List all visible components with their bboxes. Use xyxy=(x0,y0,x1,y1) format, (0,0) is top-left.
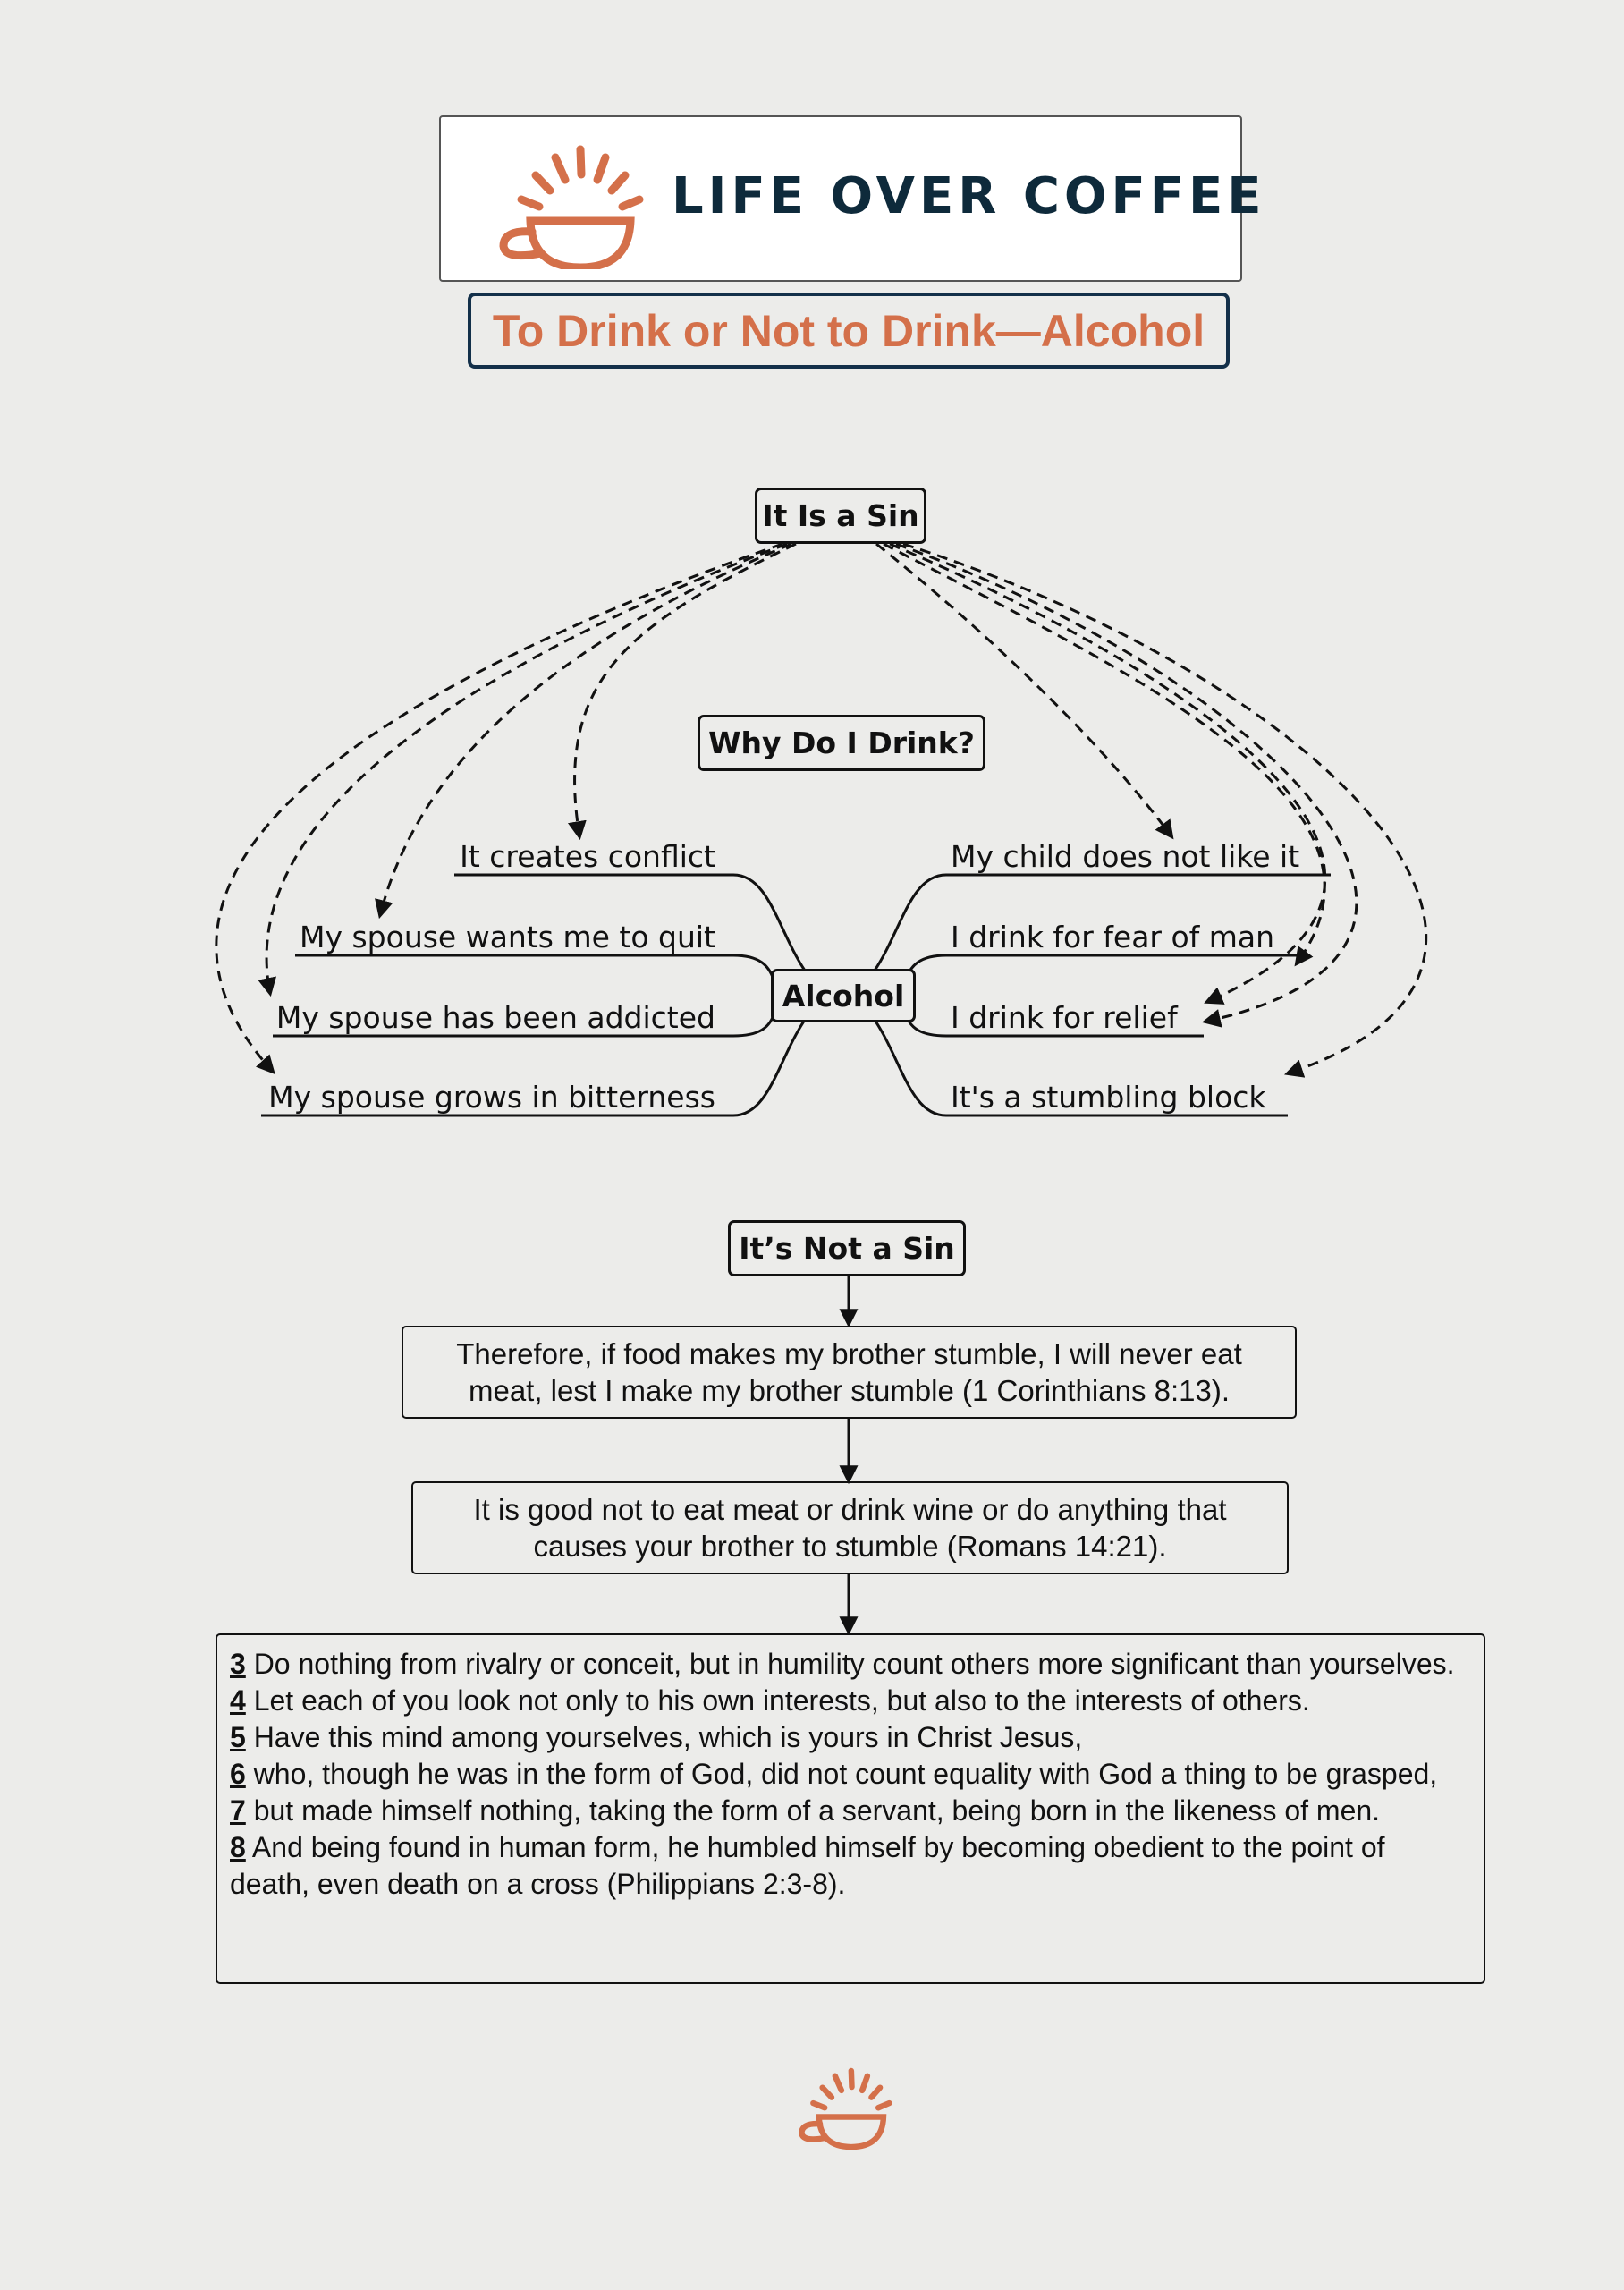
branch-left-3: My spouse has been addicted xyxy=(275,1000,715,1035)
verse-text: Let each of you look not only to his own… xyxy=(245,1684,1310,1717)
branch-line-left-2 xyxy=(295,954,775,980)
verse-number: 8 xyxy=(230,1831,246,1863)
branch-right-4: It's a stumbling block xyxy=(951,1080,1266,1115)
page-title-box: To Drink or Not to Drink—Alcohol xyxy=(468,293,1230,369)
coffee-cup-sunrise-icon xyxy=(499,145,644,269)
branch-line-left-4 xyxy=(261,1019,807,1117)
branch-line-right-4 xyxy=(873,1019,1288,1117)
dashed-arrow-right-5 xyxy=(902,542,1428,1078)
node-it-is-a-sin-label: It Is a Sin xyxy=(762,498,919,533)
branch-line-right-1 xyxy=(873,873,1331,971)
dashed-arrow-left-4 xyxy=(215,542,783,1075)
verse-text: Have this mind among yourselves, which i… xyxy=(245,1721,1083,1753)
verse-text-romans: It is good not to eat meat or drink wine… xyxy=(473,1493,1227,1563)
verse-text: Do nothing from rivalry or conceit, but … xyxy=(245,1648,1455,1680)
page-title: To Drink or Not to Drink—Alcohol xyxy=(492,305,1205,356)
node-why-do-i-drink-label: Why Do I Drink? xyxy=(708,725,975,760)
passage-line: 3 Do nothing from rivalry or conceit, bu… xyxy=(230,1646,1471,1683)
dashed-arrow-left-3 xyxy=(258,542,788,997)
verse-number: 7 xyxy=(230,1794,246,1827)
branch-right-3: I drink for relief xyxy=(951,1000,1178,1035)
logo-wordmark: LIFE OVER COFFEE xyxy=(672,167,1266,225)
verse-box-romans: It is good not to eat meat or drink wine… xyxy=(411,1481,1289,1574)
passage-line: 4 Let each of you look not only to his o… xyxy=(230,1683,1471,1719)
branch-left-1: It creates conflict xyxy=(460,839,715,874)
node-its-not-a-sin: It’s Not a Sin xyxy=(728,1220,966,1276)
verse-number: 4 xyxy=(230,1684,246,1717)
passage-line: 7 but made himself nothing, taking the f… xyxy=(230,1793,1471,1829)
branch-right-2: I drink for fear of man xyxy=(951,920,1275,954)
node-it-is-a-sin: It Is a Sin xyxy=(755,488,926,544)
dashed-arrow-left-2 xyxy=(375,542,792,920)
branch-line-left-1 xyxy=(454,873,807,971)
dashed-arrow-right-3 xyxy=(889,542,1327,1005)
verse-text: but made himself nothing, taking the for… xyxy=(245,1794,1381,1827)
verse-text: And being found in human form, he humble… xyxy=(230,1831,1385,1900)
passage-line: 6 who, though he was in the form of God,… xyxy=(230,1756,1471,1793)
passage-philippians: 3 Do nothing from rivalry or conceit, bu… xyxy=(216,1633,1485,1984)
verse-text: who, though he was in the form of God, d… xyxy=(245,1758,1438,1790)
verse-number: 6 xyxy=(230,1758,246,1790)
node-alcohol-label: Alcohol xyxy=(782,978,905,1014)
passage-line: 5 Have this mind among yourselves, which… xyxy=(230,1719,1471,1756)
dashed-arrow-right-2 xyxy=(883,542,1326,967)
passage-line: 8 And being found in human form, he humb… xyxy=(230,1829,1471,1903)
verse-number: 5 xyxy=(230,1721,246,1753)
branch-right-1: My child does not like it xyxy=(951,839,1300,874)
node-its-not-a-sin-label: It’s Not a Sin xyxy=(739,1231,955,1266)
dashed-arrow-right-4 xyxy=(895,542,1358,1028)
verse-text-corinthians: Therefore, if food makes my brother stum… xyxy=(456,1337,1242,1407)
node-why-do-i-drink: Why Do I Drink? xyxy=(698,715,985,771)
branch-line-right-2 xyxy=(904,954,1298,980)
verse-box-corinthians: Therefore, if food makes my brother stum… xyxy=(402,1326,1297,1419)
dashed-arrow-left-1 xyxy=(567,542,797,841)
branch-left-2: My spouse wants me to quit xyxy=(300,920,715,954)
logo-banner: LIFE OVER COFFEE xyxy=(439,115,1262,282)
coffee-cup-sunrise-icon xyxy=(799,2067,892,2150)
verse-number: 3 xyxy=(230,1648,246,1680)
branch-left-4: My spouse grows in bitterness xyxy=(268,1080,715,1115)
node-alcohol: Alcohol xyxy=(771,969,916,1022)
